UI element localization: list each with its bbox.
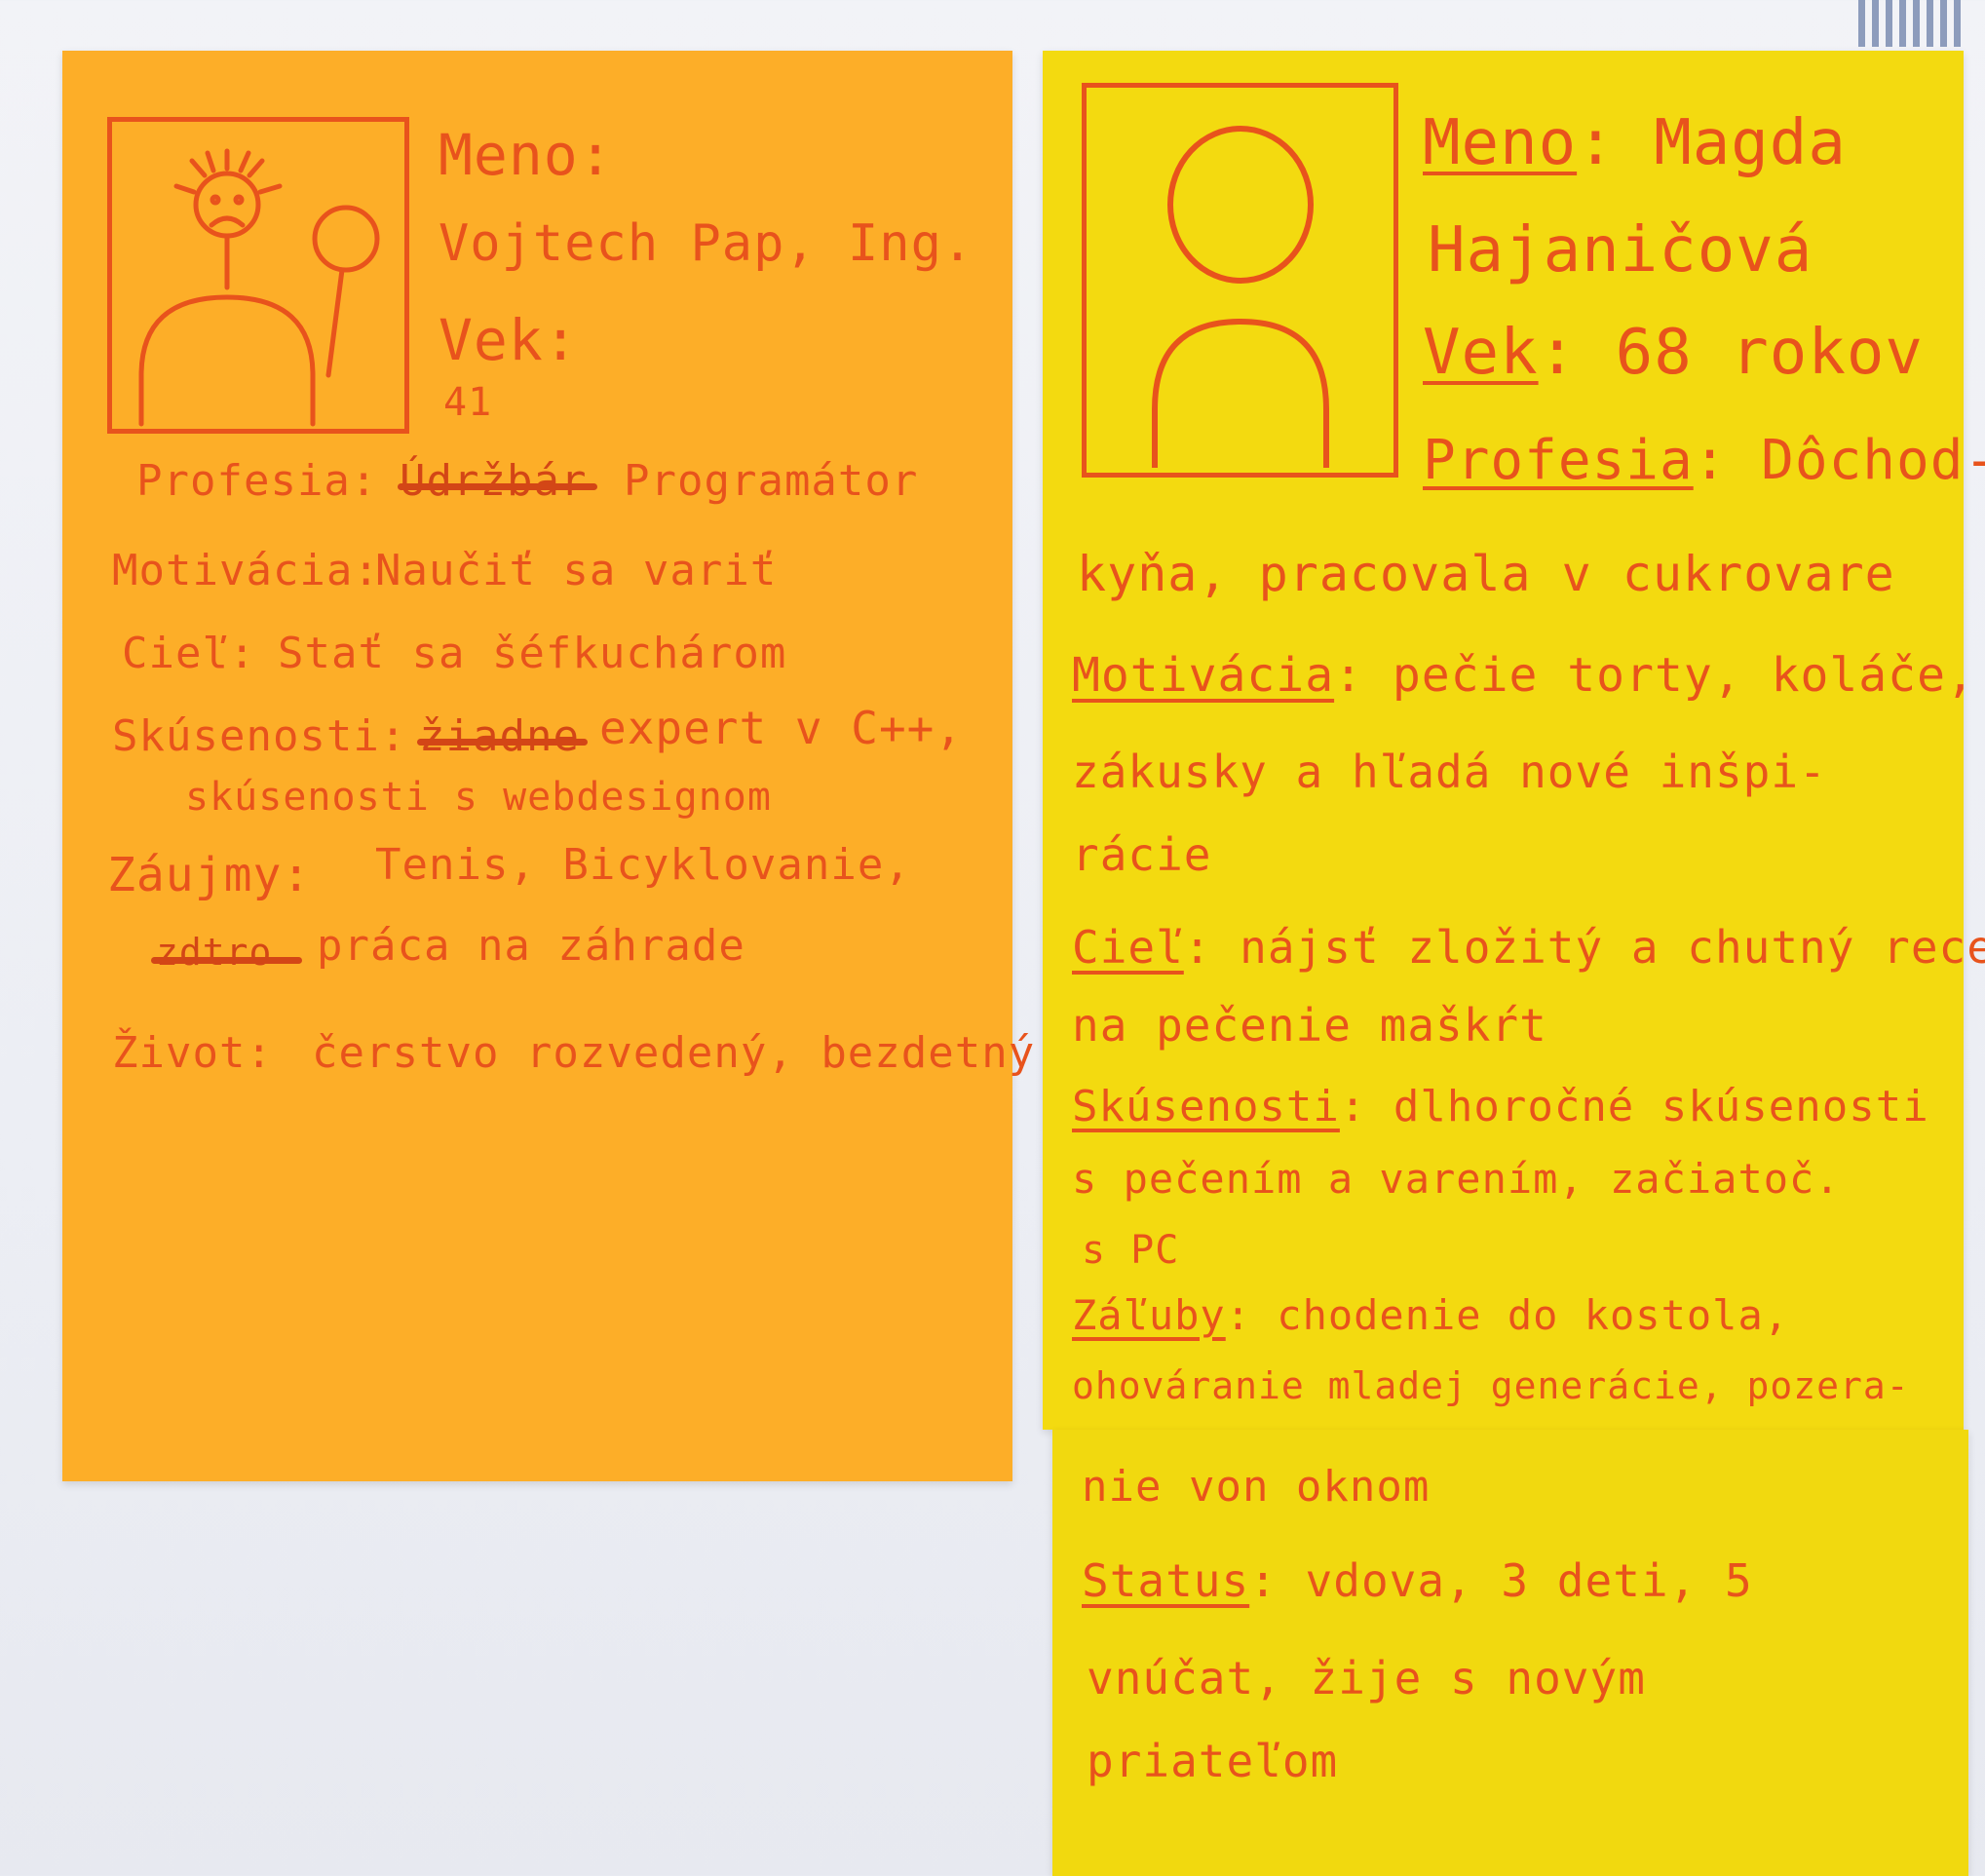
yellow-age-line: Vek: 68 rokov: [1423, 317, 1924, 389]
orange-interests-value-2: práca na záhrade: [317, 921, 745, 971]
persona-card-orange: [62, 51, 1012, 1481]
orange-age-label: Vek:: [439, 307, 579, 373]
orange-age-value: 41: [443, 380, 493, 425]
yellow-status-line: Status: vdova, 3 deti, 5: [1082, 1554, 1753, 1607]
yellow-motivation-value-3: rácie: [1072, 828, 1212, 881]
background-stripes: [1858, 0, 1966, 47]
orange-experience-label: Skúsenosti:: [112, 711, 407, 761]
orange-profession-value: Programátor: [624, 456, 919, 506]
orange-goal-label: Cieľ:: [122, 629, 256, 678]
orange-name-value: Vojtech Pap, Ing.: [439, 214, 974, 273]
yellow-status-value-2: vnúčat, žije s novým: [1087, 1652, 1646, 1704]
yellow-status-label: Status: [1082, 1554, 1250, 1607]
orange-experience-value-1: expert v C++,: [599, 702, 964, 754]
strike-through-mark: [398, 483, 597, 490]
yellow-hobbies-value-3: nie von oknom: [1082, 1462, 1431, 1512]
yellow-motivation-label: Motivácia: [1072, 648, 1335, 703]
portrait-generic-person: [1082, 83, 1398, 478]
yellow-status-value-3: priateľom: [1087, 1735, 1339, 1787]
yellow-hobbies-label: Záľuby: [1072, 1291, 1226, 1339]
yellow-experience-value-2: s pečením a varením, začiatoč.: [1072, 1155, 1841, 1203]
yellow-goal-label: Cieľ: [1072, 921, 1184, 974]
yellow-goal-value-2: na pečenie maškŕt: [1072, 999, 1547, 1052]
orange-interests-label: Záujmy:: [107, 848, 312, 902]
orange-goal-value: Stať sa šéfkuchárom: [278, 629, 787, 678]
orange-life-value: čerstvo rozvedený, bezdetný: [312, 1028, 1036, 1078]
yellow-age-label: Vek: [1423, 317, 1539, 389]
orange-profession-struck: Údržbár: [400, 456, 588, 506]
yellow-goal-line: Cieľ: nájsť zložitý a chutný recept: [1072, 921, 1985, 974]
yellow-goal-value-1: : nájsť zložitý a chutný recept: [1183, 921, 1985, 974]
orange-experience-struck: žiadne: [419, 711, 580, 761]
yellow-status-value-1: : vdova, 3 deti, 5: [1249, 1554, 1753, 1607]
yellow-age-value: : 68 rokov: [1538, 317, 1924, 389]
yellow-name-value-2: Hajaničová: [1428, 214, 1813, 287]
yellow-motivation-line: Motivácia: pečie torty, koláče,: [1072, 648, 1975, 703]
strike-through-mark: [417, 739, 588, 746]
orange-motivation-value: Naučiť sa variť: [375, 546, 778, 595]
yellow-profession-line: Profesia: Dôchod-: [1423, 429, 1985, 492]
orange-profession-label: Profesia:: [136, 456, 378, 506]
orange-experience-value-2: skúsenosti s webdesignom: [185, 775, 772, 820]
person-silhouette-drawing: [1152, 126, 1329, 468]
yellow-experience-label: Skúsenosti: [1072, 1082, 1340, 1131]
yellow-hobbies-line: Záľuby: chodenie do kostola,: [1072, 1291, 1789, 1339]
yellow-name-value-1: : Magda: [1577, 107, 1847, 179]
yellow-name-line: Meno: Magda: [1423, 107, 1847, 179]
yellow-experience-line: Skúsenosti: dlhoročné skúsenosti: [1072, 1082, 1929, 1131]
yellow-motivation-value-1: : pečie torty, koláče,: [1334, 648, 1975, 703]
orange-interests-struck: zdtro: [156, 931, 273, 974]
yellow-motivation-value-2: zákusky a hľadá nové inšpi-: [1072, 746, 1827, 798]
yellow-hobbies-value-1: : chodenie do kostola,: [1225, 1291, 1790, 1339]
strike-through-mark: [151, 957, 302, 964]
yellow-hobbies-value-2: ohováranie mladej generácie, pozera-: [1072, 1364, 1910, 1407]
orange-life-label: Život:: [112, 1028, 273, 1078]
orange-name-label: Meno:: [439, 122, 614, 188]
persona-card-yellow-continuation: [1052, 1430, 1968, 1876]
orange-interests-value-1: Tenis, Bicyklovanie,: [375, 840, 911, 890]
yellow-experience-value-3: s PC: [1082, 1228, 1180, 1273]
persona-card-yellow: [1043, 51, 1964, 1430]
sad-face-drawing: [138, 148, 380, 427]
orange-motivation-label: Motivácia:: [112, 546, 380, 595]
yellow-name-label: Meno: [1423, 107, 1578, 179]
yellow-profession-value-1: : Dôchod-: [1693, 429, 1985, 492]
yellow-experience-value-1: : dlhoročné skúsenosti: [1339, 1082, 1929, 1131]
yellow-profession-label: Profesia: [1423, 429, 1694, 492]
portrait-sad-man: [107, 117, 409, 434]
yellow-profession-value-2: kyňa, pracovala v cukrovare: [1077, 546, 1895, 602]
